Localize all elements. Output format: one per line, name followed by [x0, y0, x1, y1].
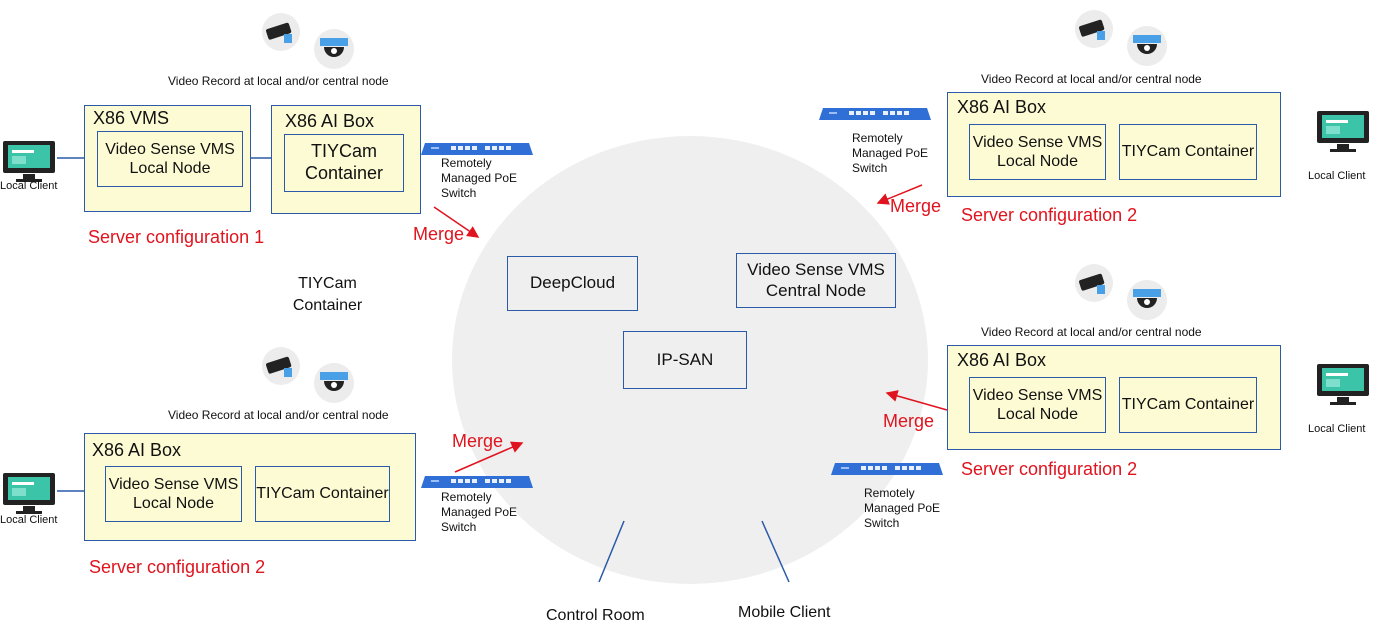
- mobile-client-label: Mobile Client: [738, 604, 831, 621]
- config-label-1: Server configuration 1: [88, 227, 265, 247]
- record-caption-2: Video Record at local and/or central nod…: [168, 408, 389, 422]
- control-room-label: Control Room: [546, 607, 645, 624]
- switch-label-1: Remotely Managed PoE Switch: [441, 156, 518, 200]
- config-label-2: Server configuration 2: [89, 557, 266, 577]
- bullet-camera-icon: [262, 347, 300, 385]
- vms-local-node-box: Video Sense VMS Local Node: [105, 466, 242, 522]
- vms-local-node-label: Video Sense VMS Local Node: [972, 133, 1103, 170]
- dome-camera-icon: [314, 363, 354, 403]
- tiycam-container-label: TIYCam Container: [1121, 143, 1255, 161]
- bullet-camera-icon: [262, 13, 300, 51]
- tiycam-container-label: TIYCam Container: [304, 141, 384, 183]
- vms-local-node-box: Video Sense VMS Local Node: [969, 124, 1106, 180]
- ai-box-title: X86 AI Box: [285, 111, 375, 131]
- record-caption-1: Video Record at local and/or central nod…: [168, 74, 389, 88]
- deepcloud-box: DeepCloud: [507, 256, 638, 311]
- config-label-3: Server configuration 2: [961, 205, 1138, 225]
- vms-local-node-label: Video Sense VMS Local Node: [105, 140, 235, 177]
- ipsan-label: IP-SAN: [656, 349, 714, 369]
- network-cloud: [452, 136, 928, 584]
- x86-ai-box-3: X86 AI Box Video Sense VMS Local Node TI…: [947, 92, 1281, 197]
- ai-box-title: X86 AI Box: [957, 97, 1047, 117]
- merge-arrow-1: [433, 206, 480, 238]
- dome-camera-icon: [1127, 280, 1167, 320]
- x86-vms-title: X86 VMS: [93, 108, 170, 128]
- config-label-4: Server configuration 2: [961, 459, 1138, 479]
- tiycam-container-box: TIYCam Container: [1119, 377, 1257, 433]
- merge-label-3: Merge: [890, 196, 942, 216]
- switch-label-2: Remotely Managed PoE Switch: [441, 490, 518, 534]
- merge-arrow-4: [885, 390, 948, 411]
- local-client-label-2: Local Client: [0, 514, 58, 526]
- record-caption-3: Video Record at local and/or central nod…: [981, 72, 1202, 86]
- local-client-label-1: Local Client: [0, 180, 58, 192]
- ai-box-title: X86 AI Box: [957, 350, 1047, 370]
- control-room-link: [598, 520, 625, 583]
- vms-local-node-label: Video Sense VMS Local Node: [972, 386, 1103, 423]
- middle-tiycam-label: TIYCam Container: [292, 275, 363, 315]
- x86-ai-box-1: X86 AI Box TIYCam Container: [271, 105, 421, 214]
- x86-ai-box-4: X86 AI Box Video Sense VMS Local Node TI…: [947, 345, 1281, 450]
- vms-central-box: Video Sense VMS Central Node: [736, 253, 896, 308]
- vms-local-node-box: Video Sense VMS Local Node: [97, 131, 243, 187]
- monitor-icon: [1316, 363, 1372, 412]
- local-client-label-3: Local Client: [1308, 170, 1366, 182]
- ai-box-title: X86 AI Box: [92, 440, 182, 460]
- monitor-icon: [1316, 110, 1372, 159]
- tiycam-container-box: TIYCam Container: [284, 134, 404, 192]
- switch-label-4: Remotely Managed PoE Switch: [864, 486, 941, 530]
- x86-ai-box-2: X86 AI Box Video Sense VMS Local Node TI…: [84, 433, 416, 541]
- tiycam-container-label: TIYCam Container: [1121, 396, 1255, 414]
- poe-switch-icon: [421, 472, 533, 497]
- deepcloud-label: DeepCloud: [529, 273, 616, 293]
- dome-camera-icon: [314, 29, 354, 69]
- bullet-camera-icon: [1075, 264, 1113, 302]
- merge-arrow-2: [454, 441, 524, 473]
- ipsan-box: IP-SAN: [623, 331, 747, 389]
- merge-label-2: Merge: [452, 431, 504, 451]
- bullet-camera-icon: [1075, 10, 1113, 48]
- record-caption-4: Video Record at local and/or central nod…: [981, 325, 1202, 339]
- mobile-client-link: [761, 520, 790, 583]
- merge-label-1: Merge: [413, 224, 465, 244]
- switch-label-3: Remotely Managed PoE Switch: [852, 131, 929, 175]
- vms-central-label: Video Sense VMS Central Node: [747, 260, 885, 300]
- merge-arrow-3: [876, 184, 923, 205]
- merge-label-4: Merge: [883, 411, 935, 431]
- monitor-icon: [2, 472, 58, 521]
- tiycam-container-box: TIYCam Container: [255, 466, 390, 522]
- poe-switch-icon: [819, 104, 931, 129]
- vms-local-node-label: Video Sense VMS Local Node: [108, 475, 239, 512]
- x86-vms-box: X86 VMS Video Sense VMS Local Node: [84, 105, 251, 212]
- monitor-icon: [2, 140, 58, 189]
- tiycam-container-box: TIYCam Container: [1119, 124, 1257, 180]
- vms-local-node-box: Video Sense VMS Local Node: [969, 377, 1106, 433]
- tiycam-container-label: TIYCam Container: [256, 485, 389, 503]
- poe-switch-icon: [421, 139, 533, 164]
- poe-switch-icon: [831, 459, 943, 484]
- local-client-label-4: Local Client: [1308, 423, 1366, 435]
- dome-camera-icon: [1127, 26, 1167, 66]
